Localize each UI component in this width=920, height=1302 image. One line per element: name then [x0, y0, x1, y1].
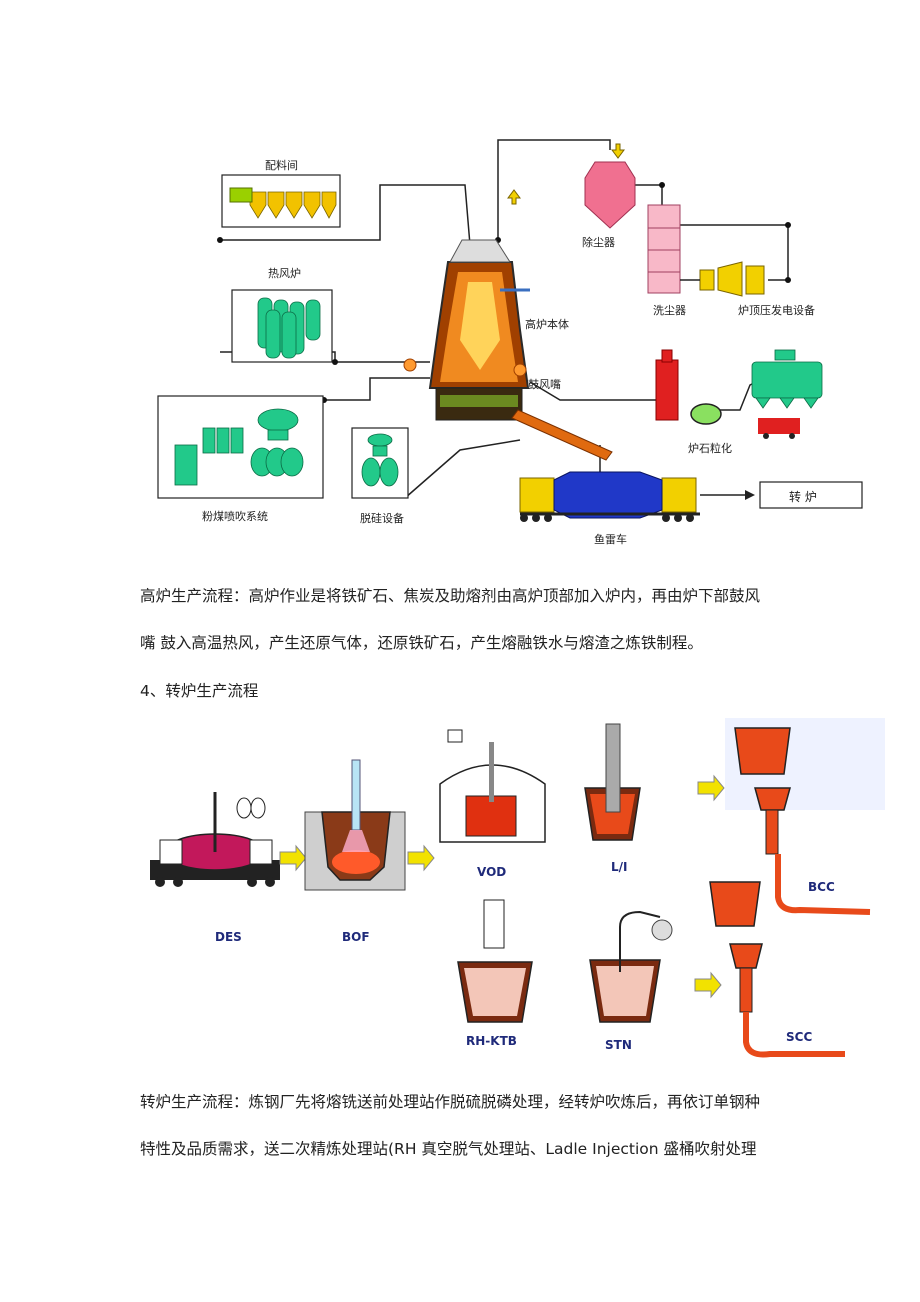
paragraph-converter-line1: 转炉生产流程：炼钢厂先将熔铣送前处理站作脱硫脱磷处理，经转炉吹炼后，再依订单钢种 — [140, 1093, 761, 1111]
label-torpedo-car: 鱼雷车 — [594, 533, 627, 546]
label-tuyere: 鼓风嘴 — [528, 378, 561, 391]
label-bof: BOF — [342, 930, 370, 944]
paragraph-converter-line2: 特性及品质需求，送二次精炼处理站(RH 真空脱气处理站、Ladle Inject… — [140, 1140, 757, 1158]
label-bcc: BCC — [808, 880, 835, 894]
label-scrubber: 洗尘器 — [653, 304, 686, 317]
paragraph-blast-furnace-line2: 嘴 鼓入高温热风，产生还原气体，还原铁矿石，产生熔融铁水与熔渣之炼铁制程。 — [140, 634, 703, 652]
label-scc: SCC — [786, 1030, 813, 1044]
label-stn: STN — [605, 1038, 632, 1052]
label-dust-remover: 除尘器 — [582, 236, 615, 249]
blast-furnace-diagram: 配料间 热风炉 粉煤喷吹系统 脱硅设备 除尘器 洗尘器 炉顶压发电设备 高炉本体… — [0, 0, 920, 560]
label-li: L/I — [611, 860, 628, 874]
label-des: DES — [215, 930, 242, 944]
label-desilicon: 脱硅设备 — [360, 512, 404, 525]
blast-furnace-drawing — [157, 139, 863, 522]
label-rh-ktb: RH-KTB — [466, 1034, 517, 1048]
label-furnace-body: 高炉本体 — [525, 318, 569, 331]
label-coal-injection: 粉煤喷吹系统 — [202, 510, 268, 523]
label-vod: VOD — [477, 865, 507, 879]
label-top-pressure-generator: 炉顶压发电设备 — [738, 304, 815, 317]
section-heading: 4、转炉生产流程 — [140, 682, 259, 700]
converter-drawing — [150, 718, 885, 1058]
label-slag-granulation: 炉石粒化 — [688, 442, 732, 455]
paragraph-blast-furnace-line1: 高炉生产流程：高炉作业是将铁矿石、焦炭及助熔剂由高炉顶部加入炉内，再由炉下部鼓风 — [140, 587, 761, 605]
label-batching-room: 配料间 — [265, 159, 298, 172]
label-converter: 转 炉 — [789, 490, 817, 504]
converter-diagram: DES BOF VOD L/I RH-KTB STN BCC SCC — [0, 712, 920, 1082]
label-hot-blast-stove: 热风炉 — [268, 267, 301, 280]
